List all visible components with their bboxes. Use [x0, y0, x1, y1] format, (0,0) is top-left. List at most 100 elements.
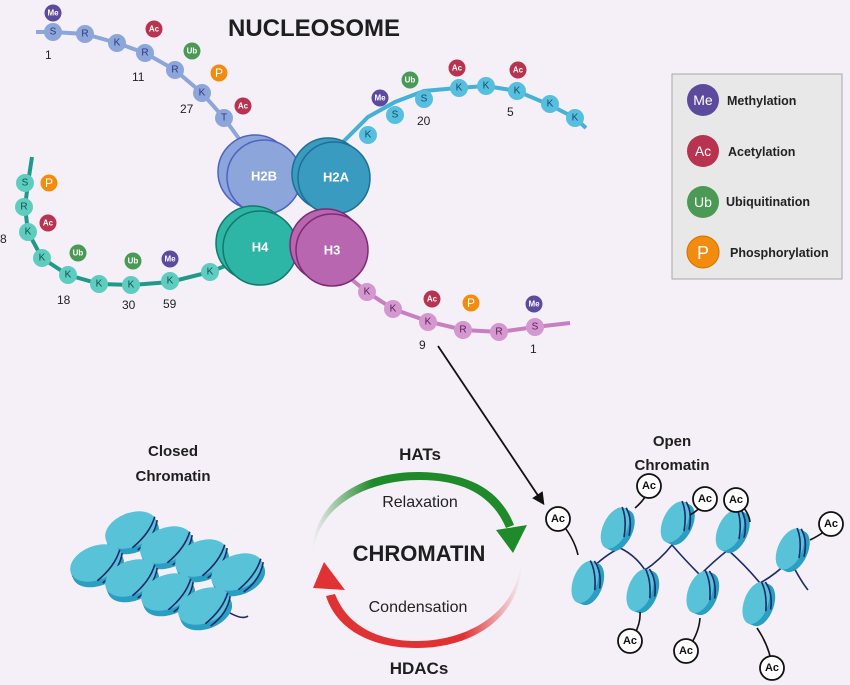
svg-text:Ub: Ub: [405, 76, 416, 85]
methylation-badge: Me: [371, 89, 389, 107]
acetylation-badge: Ac: [509, 61, 527, 79]
h3-residues: K K K R R S: [358, 283, 544, 341]
residue: R: [15, 198, 33, 216]
svg-text:K: K: [547, 99, 554, 110]
h3-number: 9: [419, 338, 426, 352]
svg-text:P: P: [697, 243, 709, 263]
svg-text:K: K: [390, 304, 397, 315]
h4-label: H4: [252, 240, 269, 255]
svg-text:R: R: [459, 325, 466, 336]
residue: K: [541, 95, 559, 113]
residue: K: [566, 109, 584, 127]
phosphorylation-badge: P: [210, 64, 228, 82]
residue: K: [477, 77, 495, 95]
methylation-badge: Me: [525, 295, 543, 313]
svg-text:Ac: Ac: [452, 64, 463, 73]
acetyl-tag: Ac: [756, 627, 785, 681]
legend: Me Methylation Ac Acetylation Ub Ubiquit…: [671, 73, 843, 280]
phosphorylation-badge: P: [40, 174, 58, 192]
condensation-label: Condensation: [369, 599, 468, 616]
closed-chromatin-title-line2: Chromatin: [136, 468, 211, 485]
acetyl-tag-label: Ac: [824, 518, 838, 530]
h4-number: 18: [57, 293, 71, 307]
h2a-mods: Me Ub Ac Ac: [371, 59, 527, 107]
acetylation-badge: Ac: [448, 59, 466, 77]
residue: K: [508, 82, 526, 100]
methylation-badge: Me: [44, 4, 62, 22]
svg-text:K: K: [25, 227, 32, 238]
svg-text:K: K: [207, 267, 214, 278]
residue: K: [358, 283, 376, 301]
legend-item-ubiquitination: Ub Ubiquitination: [687, 186, 810, 218]
h4-number: 59: [163, 297, 177, 311]
svg-text:Ac: Ac: [149, 25, 160, 34]
svg-text:Ubiquitination: Ubiquitination: [726, 195, 810, 209]
residue: K: [122, 276, 140, 294]
svg-text:Phosphorylation: Phosphorylation: [730, 246, 829, 260]
acetyl-tag: Ac: [634, 473, 662, 509]
svg-text:K: K: [96, 279, 103, 290]
acetyl-tag: Ac: [723, 487, 751, 523]
residue: R: [454, 321, 472, 339]
svg-text:S: S: [22, 178, 29, 189]
svg-text:Ac: Ac: [427, 295, 438, 304]
residue: S: [44, 23, 62, 41]
svg-text:S: S: [421, 94, 428, 105]
residue: K: [161, 272, 179, 290]
svg-text:R: R: [141, 48, 148, 59]
acetyl-tag-label: Ac: [698, 493, 712, 505]
h4-residues: S R K K K K K K K: [15, 174, 219, 294]
nucleosome-disc: [105, 559, 160, 603]
h4-number: 30: [122, 298, 136, 312]
svg-text:Ac: Ac: [695, 143, 711, 159]
closed-chromatin-title-line1: Closed: [148, 443, 198, 460]
hats-arrowhead: [496, 525, 527, 553]
acetyl-tag: Ac: [689, 486, 718, 516]
h2b-number: 11: [132, 70, 145, 84]
residue: K: [419, 313, 437, 331]
h2a-number: 20: [417, 114, 431, 128]
svg-text:K: K: [456, 83, 463, 94]
nucleosome-disc: [775, 527, 810, 573]
residue: K: [33, 249, 51, 267]
residue: S: [16, 174, 34, 192]
svg-text:Ub: Ub: [73, 249, 84, 258]
h3-label: H3: [324, 243, 341, 258]
residue: K: [450, 79, 468, 97]
residue: S: [415, 90, 433, 108]
open-chromatin-title-line2: Chromatin: [635, 457, 710, 474]
svg-text:R: R: [495, 327, 502, 338]
svg-text:Me: Me: [693, 92, 713, 108]
svg-text:Ac: Ac: [513, 66, 524, 75]
hdacs-label: HDACs: [390, 659, 449, 678]
ubiquitination-badge: Ub: [183, 42, 201, 60]
acetylation-badge: Ac: [145, 20, 163, 38]
ubiquitination-badge: Ub: [401, 71, 419, 89]
svg-text:K: K: [425, 317, 432, 328]
nucleosome-disc: [175, 539, 230, 583]
chromatin-cycle: HATs Relaxation CHROMATIN Condensation H…: [312, 445, 527, 678]
h2b-mods: Me Ac Ub P Ac: [44, 4, 252, 115]
h2b-label: H2B: [251, 169, 277, 184]
nucleosome-disc: [715, 508, 750, 554]
legend-item-acetylation: Ac Acetylation: [687, 135, 795, 167]
acetylation-pointer-arrow: [437, 345, 545, 506]
svg-text:Acetylation: Acetylation: [728, 145, 795, 159]
acetyl-tag: Ac: [617, 611, 643, 654]
relaxation-label: Relaxation: [382, 494, 458, 511]
nucleosome-disc: [211, 553, 266, 597]
histone-h4: H4: [215, 205, 298, 286]
residue: R: [136, 44, 154, 62]
histone-h2a: H2A: [291, 137, 371, 215]
residue: R: [490, 323, 508, 341]
acetylation-badge: Ac: [234, 97, 252, 115]
acetyl-tag-label: Ac: [623, 635, 637, 647]
residue: K: [59, 266, 77, 284]
svg-text:K: K: [128, 280, 135, 291]
svg-text:K: K: [365, 130, 372, 141]
histone-h3: H3: [289, 208, 369, 287]
svg-text:Ac: Ac: [43, 219, 54, 228]
acetylation-badge: Ac: [423, 290, 441, 308]
h2b-number: 27: [180, 102, 194, 116]
